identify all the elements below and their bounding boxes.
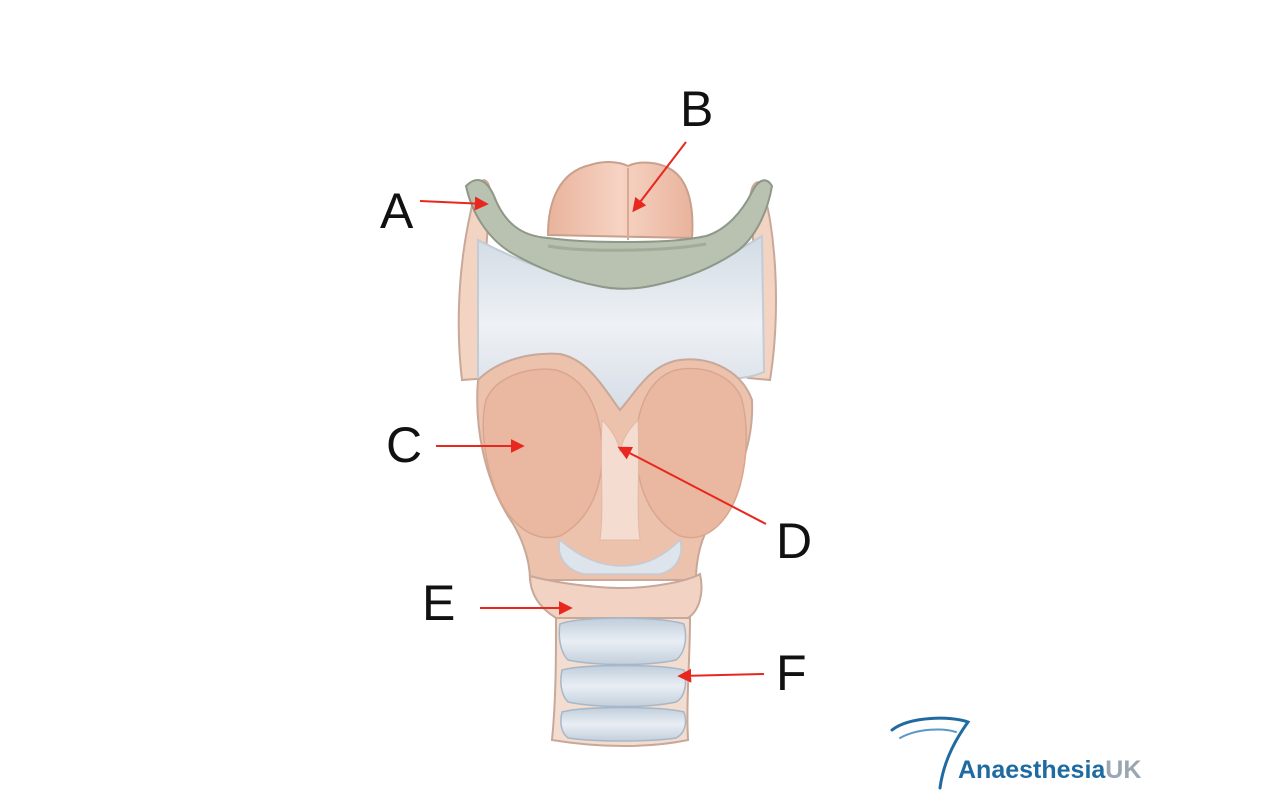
thyroid-right-lamina <box>635 367 747 539</box>
logo-swoosh-accent <box>899 728 957 739</box>
cricothyroid-membrane <box>558 538 682 575</box>
hyoid-shading <box>547 242 707 252</box>
tracheal-ring-2 <box>560 664 687 708</box>
label-f: F <box>776 645 807 701</box>
arrow-d <box>617 446 767 525</box>
logo-swoosh-icon <box>890 716 971 790</box>
letter-labels: A B C D E F <box>380 81 812 701</box>
svg-text:AnaesthesiaUK: AnaesthesiaUK <box>958 756 1141 784</box>
label-d: D <box>776 513 812 569</box>
pointer-arrows <box>419 141 767 683</box>
arrow-a <box>419 196 489 211</box>
label-a: A <box>380 183 414 239</box>
tracheal-ring-3 <box>560 706 687 742</box>
label-b: B <box>680 81 713 137</box>
anaesthesia-uk-logo: AnaesthesiaUK <box>890 716 1141 790</box>
epiglottis <box>546 161 694 240</box>
label-e: E <box>422 575 455 631</box>
logo-brand-text: Anaesthesia <box>958 756 1106 784</box>
logo-suffix-text: UK <box>1105 756 1141 784</box>
tracheal-ring-1 <box>558 617 687 666</box>
larynx-illustration <box>457 161 777 747</box>
hyoid-bone <box>464 179 774 290</box>
arrow-b <box>632 141 687 213</box>
label-c: C <box>386 417 422 473</box>
thyroid-left-lamina <box>482 368 603 539</box>
arrow-f <box>677 668 765 683</box>
